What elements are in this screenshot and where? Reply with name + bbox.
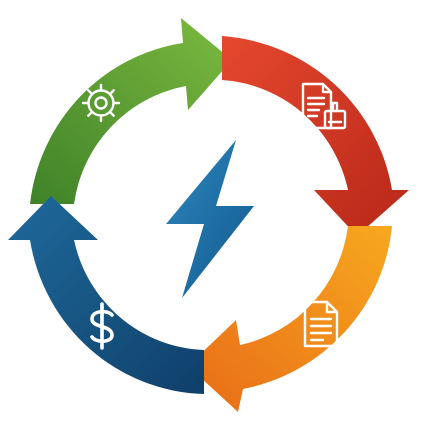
segment-blue-arrow <box>8 196 204 394</box>
segment-green-arrow <box>30 18 232 204</box>
document-icon <box>303 300 339 348</box>
segment-red-arrow <box>222 36 409 236</box>
segment-blue-shape <box>8 196 204 394</box>
dollar-icon <box>90 302 114 350</box>
contract-document-icon <box>301 82 347 130</box>
segment-green-shape <box>30 18 232 204</box>
segment-red-shape <box>222 36 409 236</box>
segment-orange-shape <box>188 226 392 412</box>
lightning-bolt-icon <box>166 140 254 298</box>
segment-orange-arrow <box>188 226 392 412</box>
gear-icon <box>81 83 121 123</box>
